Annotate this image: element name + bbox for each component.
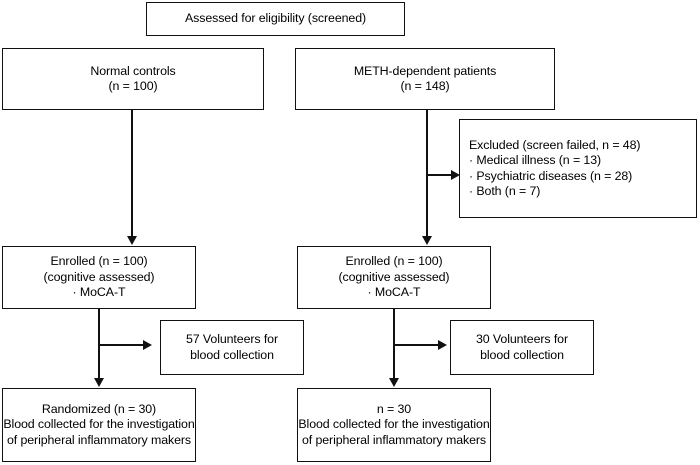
node-volunteers-left-line-0: 57 Volunteers for <box>186 332 278 346</box>
node-volunteers-right-line-0: 30 Volunteers for <box>476 332 568 346</box>
node-enrolled-right-line-1: (cognitive assessed) <box>338 269 450 284</box>
node-volunteers-left: 57 Volunteers for blood collection <box>160 320 304 375</box>
arrowhead-enrolled-right-to-outcome <box>388 378 399 387</box>
node-outcome-left-line-0: Randomized (n = 30) <box>41 401 157 416</box>
arrowhead-enrolled-left-to-outcome <box>93 378 104 387</box>
node-outcome-left-line-2: of peripheral inflammatory makers <box>6 432 191 447</box>
node-enrolled-left-line-0: Enrolled (n = 100) <box>50 254 148 269</box>
node-screened: Assessed for eligibility (screened) <box>146 2 405 36</box>
node-normal-controls-line-0: Normal controls <box>90 63 176 78</box>
node-enrolled-right-line-2: · MoCA-T <box>367 285 421 300</box>
node-normal-controls-line-1: (n = 100) <box>108 79 158 93</box>
arrowhead-controls-to-enrolled <box>126 236 137 245</box>
node-enrolled-left: Enrolled (n = 100) (cognitive assessed) … <box>2 246 196 309</box>
node-outcome-right-line-0: n = 30 <box>376 401 412 416</box>
arrowhead-meth-to-excluded <box>451 169 460 180</box>
node-enrolled-left-line-1: (cognitive assessed) <box>43 269 155 284</box>
connector-controls-to-enrolled <box>131 110 133 238</box>
node-volunteers-right: 30 Volunteers for blood collection <box>450 320 594 375</box>
connector-enrolled-left-to-volunteers <box>98 344 145 346</box>
node-outcome-right-line-1: Blood collected for the investigation <box>298 417 490 432</box>
node-outcome-right: n = 30 Blood collected for the investiga… <box>297 388 491 462</box>
node-excluded: Excluded (screen failed, n = 48) · Medic… <box>459 119 697 218</box>
node-outcome-right-line-2: of peripheral inflammatory makers <box>301 432 486 447</box>
node-enrolled-right: Enrolled (n = 100) (cognitive assessed) … <box>297 246 491 309</box>
node-screened-line-0: Assessed for eligibility (screened) <box>184 11 367 26</box>
node-enrolled-left-line-2: · MoCA-T <box>72 285 126 300</box>
node-meth-patients-line-1: (n = 148) <box>400 79 450 93</box>
node-excluded-line-2: · Psychiatric diseases (n = 28) <box>469 168 633 183</box>
node-excluded-line-1: · Medical illness (n = 13) <box>469 153 602 167</box>
node-volunteers-right-line-1: blood collection <box>480 347 564 362</box>
arrowhead-meth-to-enrolled <box>421 236 432 245</box>
node-meth-patients: METH-dependent patients (n = 148) <box>295 48 555 110</box>
node-enrolled-right-line-0: Enrolled (n = 100) <box>345 254 443 269</box>
arrowhead-enrolled-left-to-volunteers <box>143 339 152 350</box>
node-volunteers-left-line-1: blood collection <box>190 347 274 362</box>
node-meth-patients-line-0: METH-dependent patients <box>353 63 497 78</box>
node-normal-controls: Normal controls (n = 100) <box>2 48 264 110</box>
node-outcome-left-line-1: Blood collected for the investigation <box>3 417 195 432</box>
node-excluded-line-0: Excluded (screen failed, n = 48) <box>469 137 641 152</box>
node-outcome-left: Randomized (n = 30) Blood collected for … <box>2 388 196 462</box>
connector-enrolled-right-to-volunteers <box>393 344 440 346</box>
connector-meth-to-excluded <box>426 174 453 176</box>
arrowhead-enrolled-right-to-volunteers <box>438 339 447 350</box>
node-excluded-line-3: · Both (n = 7) <box>469 184 541 198</box>
